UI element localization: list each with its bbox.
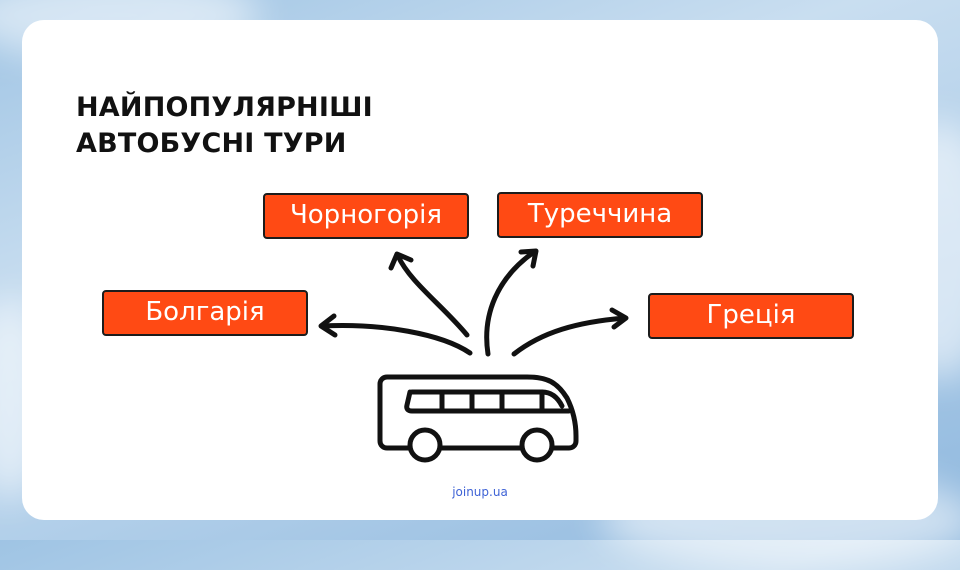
slide-card: НАЙПОПУЛЯРНІШІ АВТОБУСНІ ТУРИ: [22, 20, 938, 520]
title-line-2: АВТОБУСНІ ТУРИ: [76, 128, 347, 159]
arrow-icon: [511, 307, 629, 357]
destination-tag-bulgaria: Болгарія: [102, 290, 308, 336]
destination-tag-montenegro: Чорногорія: [263, 193, 469, 239]
destination-tag-turkey: Туреччина: [497, 192, 703, 238]
page-title: НАЙПОПУЛЯРНІШІ АВТОБУСНІ ТУРИ: [76, 90, 373, 162]
arrow-icon: [388, 251, 470, 338]
bus-icon: [377, 374, 579, 463]
bus-routes-illustration: [318, 248, 629, 463]
destination-tag-greece: Греція: [648, 293, 854, 339]
arrow-icon: [484, 248, 539, 357]
arrow-icon: [318, 313, 473, 356]
footer-link[interactable]: joinup.ua: [452, 485, 508, 499]
title-line-1: НАЙПОПУЛЯРНІШІ: [76, 92, 373, 123]
